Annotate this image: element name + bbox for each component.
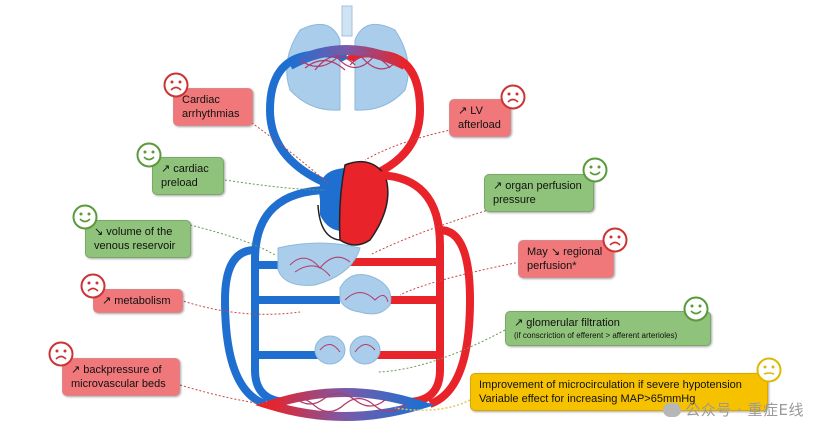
- sad-face-icon: [602, 227, 628, 253]
- lv-afterload-label: ↗ LV afterload: [458, 105, 501, 131]
- cardiac-preload-label: ↗ cardiac preload: [161, 163, 209, 189]
- regional-perfusion-box: May ↘ regional perfusion*: [518, 240, 614, 278]
- glomerular-filtration-note: (if conscriction of efferent > afferent …: [514, 331, 678, 340]
- happy-face-icon: [72, 204, 98, 230]
- microcirculation-box: Improvement of microcirculation if sever…: [470, 373, 768, 411]
- metabolism-label: ↗ metabolism: [102, 295, 171, 307]
- microvascular-bed: [255, 388, 435, 421]
- sad-face-icon: [500, 84, 526, 110]
- systemic-veins: [220, 186, 340, 408]
- sad-face-icon: [163, 72, 189, 98]
- digestive-organ: [339, 274, 392, 315]
- kidneys: [314, 335, 381, 365]
- venous-reservoir-label: ↘ volume of the venous reservoir: [94, 226, 176, 252]
- cardiac-arrhythmias-label: Cardiac arrhythmias: [182, 94, 240, 120]
- regional-perfusion-label: May ↘ regional perfusion*: [527, 246, 603, 272]
- metabolism-box: ↗ metabolism: [93, 289, 183, 313]
- heart: [317, 160, 389, 246]
- wechat-icon: [663, 403, 682, 417]
- glomerular-filtration-label: ↗ glomerular filtration: [514, 317, 620, 329]
- organ-perfusion-label: ↗ organ perfusion pressure: [493, 180, 582, 206]
- cardiac-preload-box: ↗ cardiac preload: [152, 157, 224, 195]
- happy-face-icon: [683, 296, 709, 322]
- microcirculation-line-2: Variable effect for increasing MAP>65mmH…: [479, 393, 696, 405]
- venous-reservoir-box: ↘ volume of the venous reservoir: [85, 220, 191, 258]
- microcirculation-line-1: Improvement of microcirculation if sever…: [479, 379, 742, 391]
- organ-perfusion-box: ↗ organ perfusion pressure: [484, 174, 594, 212]
- happy-face-icon: [582, 157, 608, 183]
- lv-afterload-box: ↗ LV afterload: [449, 99, 511, 137]
- backpressure-label: ↗ backpressure of microvascular beds: [71, 364, 166, 390]
- liver: [277, 242, 361, 286]
- connector-lines: [179, 117, 521, 406]
- pulmonary-circulation: [265, 45, 425, 189]
- watermark-text: 公众号 · 重症E线: [685, 401, 804, 419]
- backpressure-box: ↗ backpressure of microvascular beds: [62, 358, 180, 396]
- lungs: [286, 5, 409, 111]
- sad-face-icon: [80, 273, 106, 299]
- sad-face-icon: [48, 341, 74, 367]
- cardiac-arrhythmias-box: Cardiac arrhythmias: [173, 88, 253, 126]
- happy-face-icon: [136, 142, 162, 168]
- systemic-arteries: [350, 171, 475, 408]
- neutral-face-icon: [756, 357, 782, 383]
- watermark: 公众号 · 重症E线: [663, 399, 804, 420]
- glomerular-filtration-box: ↗ glomerular filtration (if conscriction…: [505, 311, 711, 346]
